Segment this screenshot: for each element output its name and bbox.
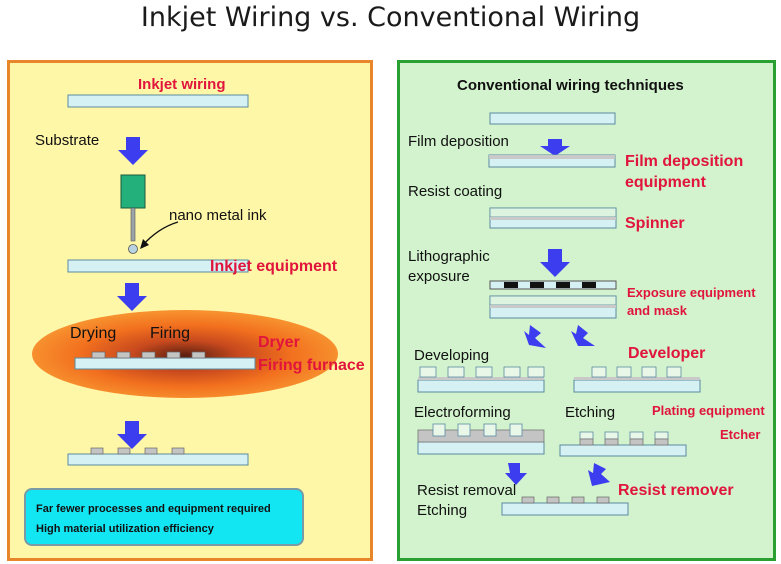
plating-equipment-label: Plating equipment (652, 403, 765, 418)
etching-final-label: Etching (417, 502, 468, 519)
developer-label: Developer (628, 345, 706, 362)
firing-label: Firing (150, 325, 191, 342)
resist-remover-label: Resist remover (618, 482, 734, 499)
inkjet-equipment-label: Inkjet equipment (210, 258, 338, 275)
exposure-label: exposure (408, 268, 470, 285)
summary-line: High material utilization efficiency (36, 523, 214, 535)
dryer-label: Dryer (258, 334, 300, 351)
etching-label: Etching (565, 404, 616, 421)
substrate-label: Substrate (35, 132, 100, 149)
summary-line: Far fewer processes and equipment requir… (36, 503, 271, 515)
developing-label: Developing (414, 347, 490, 364)
lithographic-label: Lithographic (408, 248, 490, 265)
spinner-label: Spinner (625, 215, 685, 232)
exposure-equipment-label: Exposure equipment (627, 285, 756, 300)
drying-label: Drying (70, 325, 117, 342)
film-deposition-equipment-label-2: equipment (625, 174, 706, 191)
exposure-mask-label: and mask (627, 303, 687, 318)
etcher-label: Etcher (720, 427, 761, 442)
film-deposition-equipment-label: Film deposition (625, 153, 744, 170)
film-deposition-label: Film deposition (408, 133, 509, 150)
firing-furnace-label: Firing furnace (258, 357, 365, 374)
resist-coating-label: Resist coating (408, 183, 503, 200)
resist-removal-label: Resist removal (417, 482, 517, 499)
electroforming-label: Electroforming (414, 404, 511, 421)
nano-ink-label: nano metal ink (169, 207, 267, 224)
summary-box: Far fewer processes and equipment requir… (24, 488, 304, 546)
conventional-panel-title: Conventional wiring techniques (457, 77, 684, 94)
inkjet-panel-title: Inkjet wiring (138, 76, 226, 93)
page-title: Inkjet Wiring vs. Conventional Wiring (140, 2, 641, 33)
